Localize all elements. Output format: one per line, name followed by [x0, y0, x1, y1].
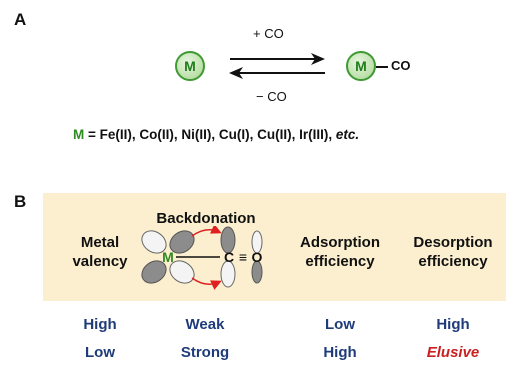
row2-adsorption: High	[323, 344, 357, 361]
row1-adsorption: Low	[325, 316, 355, 333]
metal-definition: M = Fe(II), Co(II), Ni(II), Cu(I), Cu(II…	[73, 127, 359, 142]
equilibrium-arrows	[229, 53, 325, 79]
forward-arrow-label: + CO	[253, 26, 284, 41]
co-ligand-label: CO	[391, 58, 411, 73]
d-orbital-lobe-upper-right	[169, 230, 195, 254]
metal-definition-etc: etc.	[335, 127, 360, 142]
metal-definition-list: Fe(II), Co(II), Ni(II), Cu(I), Cu(II), I…	[99, 127, 336, 142]
header-backdonation: Backdonation	[156, 210, 256, 227]
metal-circle-product: M	[346, 51, 376, 81]
panel-b-label: B	[14, 192, 27, 211]
row2-backdonation: Strong	[180, 344, 230, 361]
forward-arrow-head	[311, 53, 325, 65]
properties-header-panel	[43, 193, 506, 301]
d-orbital-lobe-lower-left	[141, 260, 167, 284]
metal-definition-equals: =	[84, 127, 100, 142]
orbital-triple-bond-label: ≡	[239, 249, 247, 265]
orbital-carbon-label: C	[224, 249, 234, 265]
orbital-oxygen-label: O	[252, 249, 263, 265]
o-pi-lobe-lower	[251, 260, 263, 284]
d-orbital-lobe-lower-right	[169, 260, 195, 284]
metal-definition-symbol: M	[73, 127, 85, 142]
header-metal-valency-line2: valency	[72, 253, 128, 270]
row2-desorption: Elusive	[426, 344, 480, 361]
o-pi-lobe-upper	[251, 230, 263, 254]
header-desorption-line1: Desorption	[413, 234, 493, 251]
c-pi-lobe-lower	[220, 260, 236, 288]
metal-symbol: M	[184, 58, 196, 74]
header-adsorption-line1: Adsorption	[300, 234, 380, 251]
d-orbital-lobe-upper-left	[141, 230, 167, 254]
header-adsorption-line2: efficiency	[305, 253, 375, 270]
header-adsorption-efficiency: Adsorption efficiency	[280, 233, 400, 271]
header-desorption-efficiency: Desorption efficiency	[398, 233, 508, 271]
reverse-arrow-head	[229, 67, 243, 79]
row1-desorption: High	[436, 316, 470, 333]
orbital-metal-label: M	[162, 249, 174, 265]
metal-co-bond	[376, 66, 388, 68]
c-pi-lobe-upper	[220, 226, 236, 254]
row2-valency: Low	[85, 344, 115, 361]
backdonation-orbital-diagram: M C ≡ O	[141, 226, 263, 290]
reverse-arrow-label: − CO	[256, 89, 287, 104]
row1-valency: High	[83, 316, 117, 333]
backdonation-arrow-lower	[191, 277, 222, 290]
panel-a-label: A	[14, 10, 27, 29]
backdonation-arrow-upper	[191, 226, 222, 237]
metal-circle-reactant: M	[175, 51, 205, 81]
header-desorption-line2: efficiency	[418, 253, 488, 270]
row1-backdonation: Weak	[185, 316, 225, 333]
header-metal-valency-line1: Metal	[80, 234, 120, 251]
metal-symbol: M	[355, 58, 367, 74]
header-metal-valency: Metal valency	[50, 233, 150, 271]
